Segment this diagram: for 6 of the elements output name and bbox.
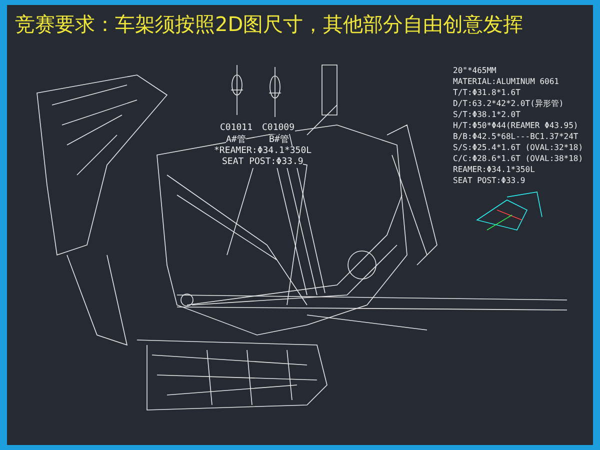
spec-note: SEAT POST:Φ33.9 [222, 157, 304, 168]
title: 竞赛要求：车架须按照2D图尺寸，其他部分自由创意发挥 [15, 11, 524, 38]
tube-label: A#管 [226, 135, 246, 146]
tube-label: B#管 [269, 135, 289, 146]
spec-note: *REAMER:Φ34.1*350L [214, 146, 312, 157]
part-number: C01009 [262, 123, 295, 134]
